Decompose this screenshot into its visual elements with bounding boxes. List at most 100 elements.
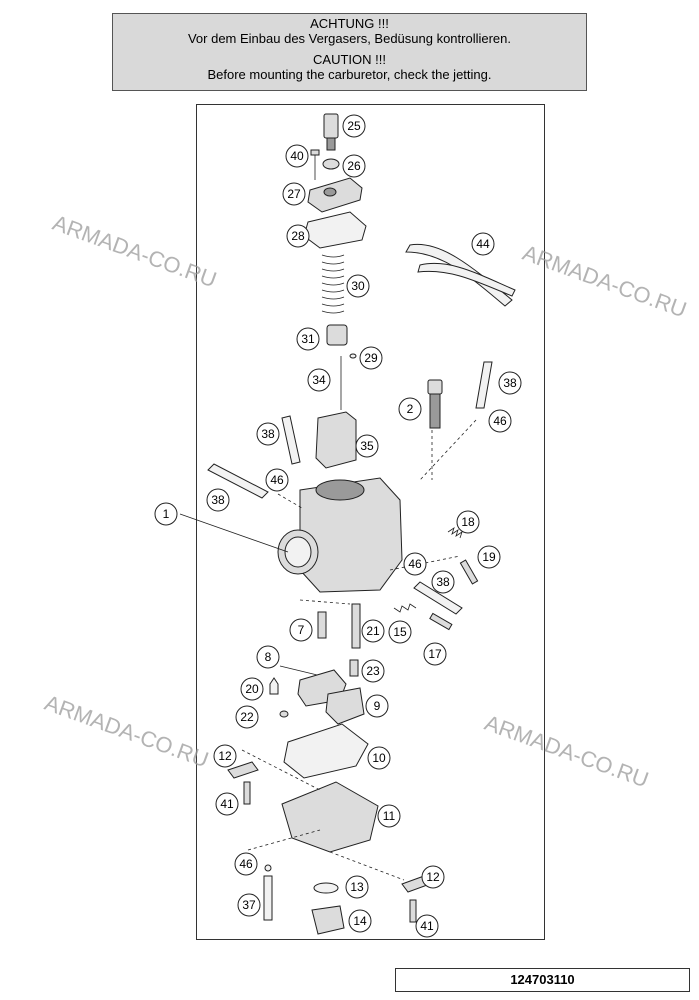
part-20-needle-valve [269, 677, 279, 695]
callout-label: 20 [245, 682, 259, 696]
part-35-slide [315, 411, 357, 469]
part-31-holder [326, 324, 348, 346]
callout-10: 10 [367, 746, 391, 770]
callout-11: 11 [377, 804, 401, 828]
callout-label: 38 [436, 575, 450, 589]
part-41-screw [409, 899, 417, 923]
callout-26: 26 [342, 154, 366, 178]
part-17-screw [429, 612, 453, 631]
part-14-drain-plug [311, 905, 345, 935]
part-46-clip [264, 864, 272, 872]
callout-label: 1 [163, 507, 170, 521]
carburetor-body [277, 477, 403, 593]
callout-label: 27 [287, 187, 301, 201]
callout-label: 9 [374, 699, 381, 713]
callout-22: 22 [235, 705, 259, 729]
callout-label: 38 [503, 376, 517, 390]
part-9-float [297, 669, 365, 725]
callout-label: 8 [265, 650, 272, 664]
callout-label: 46 [408, 557, 422, 571]
caution-title-de: ACHTUNG !!! [310, 16, 389, 31]
part-44-tubes [405, 243, 513, 307]
callout-label: 37 [242, 898, 256, 912]
callout-40: 40 [285, 144, 309, 168]
part-38-hose [413, 581, 463, 615]
part-38-hose [207, 463, 269, 499]
callout-label: 28 [291, 229, 305, 243]
part-2-screw [427, 379, 443, 429]
callout-14: 14 [348, 909, 372, 933]
callout-21: 21 [361, 619, 385, 643]
callout-label: 18 [461, 515, 475, 529]
callout-46: 46 [403, 552, 427, 576]
callout-label: 21 [366, 624, 380, 638]
part-13-o-ring [313, 882, 339, 894]
callout-label: 40 [290, 149, 304, 163]
callout-38: 38 [431, 570, 455, 594]
callout-label: 46 [270, 473, 284, 487]
part-22-screw [279, 710, 289, 718]
callout-1: 1 [154, 502, 178, 526]
callout-44: 44 [471, 232, 495, 256]
callout-label: 15 [393, 625, 407, 639]
callout-9: 9 [365, 694, 389, 718]
part-25-bolt [323, 113, 339, 151]
part-38-hose [475, 361, 493, 409]
part-19-screw [459, 559, 479, 585]
callout-7: 7 [289, 618, 313, 642]
callout-label: 26 [347, 159, 361, 173]
callout-23: 23 [361, 659, 385, 683]
callout-label: 14 [353, 914, 367, 928]
callout-label: 12 [426, 870, 440, 884]
part-37-tube [263, 875, 273, 921]
callout-29: 29 [359, 346, 383, 370]
callout-label: 11 [383, 809, 396, 823]
callout-41: 41 [415, 914, 439, 938]
callout-label: 30 [351, 279, 365, 293]
caution-text-de: Vor dem Einbau des Vergasers, Bedüsung k… [187, 31, 512, 46]
diagram-part-number: 124703110 [395, 968, 690, 992]
callout-34: 34 [307, 368, 331, 392]
part-29-clip [349, 353, 357, 359]
callout-12: 12 [421, 865, 445, 889]
part-41-screw [243, 781, 251, 805]
caution-title-en: CAUTION !!! [313, 52, 386, 67]
part-28-gasket [303, 211, 367, 249]
callout-label: 19 [482, 550, 496, 564]
callout-label: 38 [261, 427, 275, 441]
callout-20: 20 [240, 677, 264, 701]
part-30-spring [321, 254, 345, 314]
caution-box: ACHTUNG !!! Vor dem Einbau des Vergasers… [112, 13, 587, 91]
callout-38: 38 [206, 488, 230, 512]
callout-2: 2 [398, 397, 422, 421]
callout-35: 35 [355, 434, 379, 458]
part-11-float-bowl [281, 781, 379, 853]
callout-46: 46 [234, 852, 258, 876]
part-38-hose [281, 415, 301, 465]
part-26-washer [322, 158, 340, 170]
callout-label: 17 [428, 647, 442, 661]
part-18-spring [447, 527, 463, 539]
callout-label: 41 [420, 919, 434, 933]
part-23-jet [349, 659, 359, 677]
callout-38: 38 [498, 371, 522, 395]
callout-label: 31 [301, 332, 315, 346]
callout-label: 35 [360, 439, 374, 453]
part-40-screw [310, 149, 320, 180]
part-7-jet [317, 611, 327, 639]
part-12-bracket [227, 761, 259, 779]
callout-label: 29 [364, 351, 378, 365]
callout-41: 41 [215, 792, 239, 816]
callout-label: 46 [493, 414, 507, 428]
callout-label: 38 [211, 493, 225, 507]
callout-38: 38 [256, 422, 280, 446]
callout-label: 2 [407, 402, 414, 416]
part-15-spring [393, 603, 417, 613]
part-27-cap [307, 177, 363, 213]
callout-46: 46 [488, 409, 512, 433]
part-10-float-gasket [283, 723, 369, 779]
callout-label: 44 [476, 237, 490, 251]
callout-label: 25 [347, 119, 361, 133]
callout-label: 41 [220, 797, 234, 811]
